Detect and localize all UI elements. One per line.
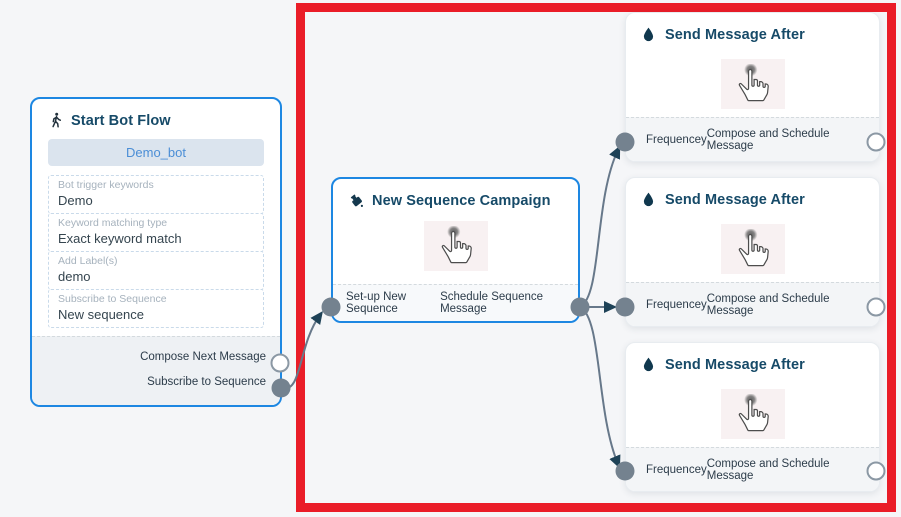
node-title: Send Message After — [665, 356, 805, 373]
output-label-schedule-sequence-message: Schedule Sequence Message — [440, 291, 544, 315]
port-compose-schedule-output-3[interactable] — [866, 461, 886, 481]
node-title: Start Bot Flow — [71, 112, 171, 129]
field-label: Subscribe to Sequence — [58, 293, 167, 305]
field-value: New sequence — [58, 307, 144, 322]
hand-cursor-image[interactable] — [720, 59, 785, 109]
node-footer: Compose Next Message Subscribe to Sequen… — [32, 336, 280, 405]
field-value: Exact keyword match — [58, 231, 182, 246]
port-setup-new-sequence-input[interactable] — [321, 297, 341, 317]
port-compose-next-message[interactable] — [270, 353, 290, 373]
port-compose-schedule-output-2[interactable] — [866, 297, 886, 317]
node-new-sequence-campaign[interactable]: New Sequence Campaign Set-up New Sequenc… — [331, 177, 580, 323]
node-send-message-after-3[interactable]: Send Message After Frequencey Compose an… — [625, 342, 880, 492]
droplet-icon — [641, 356, 658, 373]
node-start-bot-flow[interactable]: Start Bot Flow Demo_bot Bot trigger keyw… — [30, 97, 282, 407]
port-frequencey-input-3[interactable] — [615, 461, 635, 481]
node-title: New Sequence Campaign — [372, 192, 551, 209]
port-frequencey-input-2[interactable] — [615, 297, 635, 317]
highlight-rectangle — [296, 3, 896, 512]
node-footer: Frequencey Compose and Schedule Message — [626, 447, 879, 491]
field-value: demo — [58, 269, 91, 284]
field-label: Keyword matching type — [58, 217, 168, 229]
port-schedule-sequence-output[interactable] — [570, 297, 590, 317]
node-footer: Set-up New Sequence Schedule Sequence Me… — [333, 284, 578, 321]
node-send-message-after-1[interactable]: Send Message After Frequencey Compose an… — [625, 12, 880, 162]
node-header: Send Message After — [626, 343, 879, 381]
field-label: Add Label(s) — [58, 255, 118, 267]
node-footer: Frequencey Compose and Schedule Message — [626, 282, 879, 326]
port-subscribe-to-sequence[interactable] — [271, 378, 291, 398]
node-send-message-after-2[interactable]: Send Message After Frequencey Compose an… — [625, 177, 880, 327]
node-title: Send Message After — [665, 26, 805, 43]
hand-cursor-image[interactable] — [720, 224, 785, 274]
field-keyword-matching-type[interactable]: Keyword matching type Exact keyword matc… — [48, 213, 264, 252]
input-label-frequencey: Frequencey — [646, 463, 707, 476]
port-compose-schedule-output-1[interactable] — [866, 132, 886, 152]
hand-cursor-image[interactable] — [423, 221, 488, 271]
node-header: Send Message After — [626, 178, 879, 216]
field-value: Demo — [58, 193, 93, 208]
droplet-icon — [641, 26, 658, 43]
field-list: Bot trigger keywords Demo Keyword matchi… — [48, 175, 264, 328]
field-bot-trigger-keywords[interactable]: Bot trigger keywords Demo — [48, 175, 264, 214]
input-label-setup-new-sequence: Set-up New Sequence — [346, 291, 407, 315]
input-label-frequencey: Frequencey — [646, 298, 707, 311]
output-label-compose-and-schedule: Compose and Schedule Message — [706, 292, 830, 317]
hand-cursor-image[interactable] — [720, 389, 785, 439]
node-title: Send Message After — [665, 191, 805, 208]
input-label-frequencey: Frequencey — [646, 133, 707, 146]
output-label-compose-and-schedule: Compose and Schedule Message — [706, 457, 830, 482]
output-label-compose-next-message: Compose Next Message — [140, 351, 266, 363]
droplet-icon — [641, 191, 658, 208]
walking-person-icon — [47, 112, 64, 129]
output-label-subscribe-to-sequence: Subscribe to Sequence — [147, 376, 266, 388]
field-label: Bot trigger keywords — [58, 179, 154, 191]
node-footer: Frequencey Compose and Schedule Message — [626, 117, 879, 161]
node-header: Start Bot Flow — [32, 99, 280, 137]
bot-name-button[interactable]: Demo_bot — [48, 139, 264, 166]
ink-bottle-icon — [348, 192, 365, 209]
port-frequencey-input-1[interactable] — [615, 132, 635, 152]
node-header: New Sequence Campaign — [333, 179, 578, 217]
field-subscribe-to-sequence[interactable]: Subscribe to Sequence New sequence — [48, 289, 264, 328]
node-header: Send Message After — [626, 13, 879, 51]
field-add-labels[interactable]: Add Label(s) demo — [48, 251, 264, 290]
output-label-compose-and-schedule: Compose and Schedule Message — [706, 127, 830, 152]
